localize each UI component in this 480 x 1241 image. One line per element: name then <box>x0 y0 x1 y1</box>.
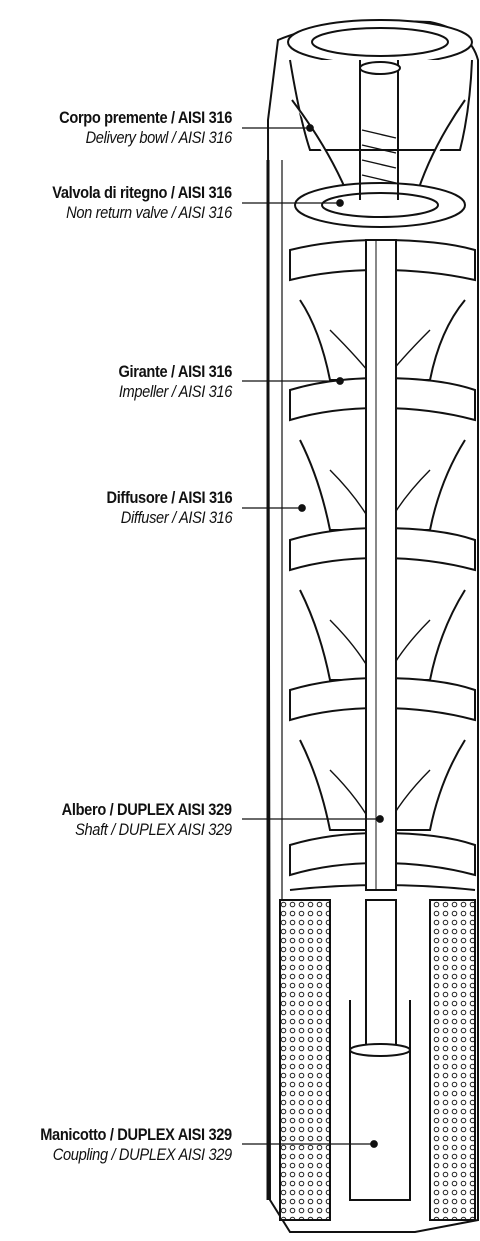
callout-it-text: Valvola di ritegno / AISI 316 <box>52 183 232 202</box>
leader-dot-diffuser <box>298 504 306 512</box>
leader-dot-impeller <box>336 377 344 385</box>
callout-en-text: Impeller / AISI 316 <box>118 382 233 401</box>
callout-en-text: Coupling / DUPLEX AISI 329 <box>52 1145 232 1164</box>
callout-en-text: Non return valve / AISI 316 <box>66 203 232 222</box>
callout-it-text: Diffusore / AISI 316 <box>106 488 232 507</box>
callout-leaders <box>242 124 384 1148</box>
pump-stages <box>289 238 476 891</box>
callout-it-text: Albero / DUPLEX AISI 329 <box>62 800 232 819</box>
callout-delivery-bowl: Corpo premente / AISI 316 Delivery bowl … <box>31 108 232 148</box>
leader-dot-delivery-bowl <box>306 124 314 132</box>
callout-en-text: Delivery bowl / AISI 316 <box>85 128 233 147</box>
valve-shape <box>294 60 466 228</box>
callout-it-text: Girante / AISI 316 <box>118 362 232 381</box>
callout-diffuser: Diffusore / AISI 316 Diffuser / AISI 316 <box>86 488 232 528</box>
callout-en-text: Diffuser / AISI 316 <box>120 508 232 527</box>
leader-dot-valve <box>336 199 344 207</box>
callout-shaft: Albero / DUPLEX AISI 329 Shaft / DUPLEX … <box>34 800 232 840</box>
strainer-and-coupling <box>279 899 476 1233</box>
callout-en-text: Shaft / DUPLEX AISI 329 <box>75 820 232 839</box>
callout-non-return-valve: Valvola di ritegno / AISI 316 Non return… <box>23 183 232 223</box>
callout-coupling: Manicotto / DUPLEX AISI 329 Coupling / D… <box>9 1125 232 1165</box>
callout-impeller: Girante / AISI 316 Impeller / AISI 316 <box>100 362 232 402</box>
shaft-shape <box>365 239 397 891</box>
leader-dot-coupling <box>370 1140 378 1148</box>
leader-dot-shaft <box>376 815 384 823</box>
callout-it-text: Corpo premente / AISI 316 <box>59 108 232 127</box>
delivery-bowl-shape <box>287 19 473 201</box>
callout-it-text: Manicotto / DUPLEX AISI 329 <box>40 1125 232 1144</box>
